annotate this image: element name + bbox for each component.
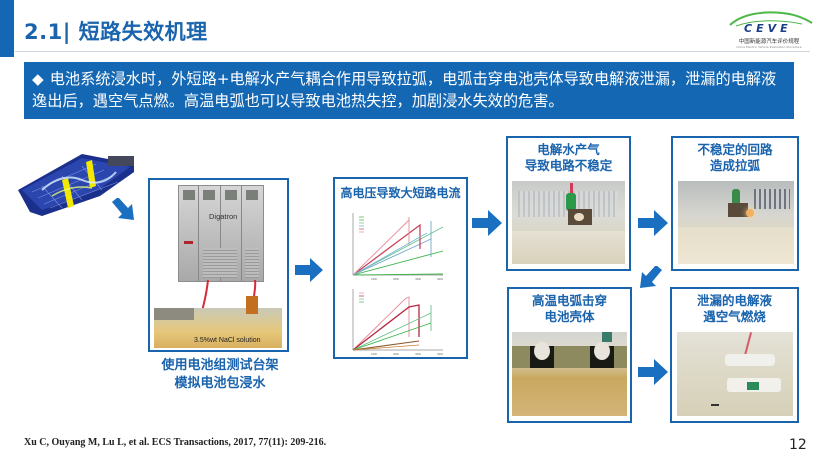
logo-subtitle-en: China Electric Vehicle Evaluation Proced…	[736, 45, 802, 49]
current-voltage-charts: 100 200 300 400 100 200 300 400	[352, 213, 444, 355]
arrow-down-right-icon	[112, 198, 134, 220]
svg-text:300: 300	[415, 277, 421, 281]
arc-formation-title: 不稳定的回路 造成拉弧	[673, 142, 797, 174]
logo-subtitle: 中国新能源汽车评价规程	[738, 39, 800, 45]
arc-formation-photo	[678, 181, 794, 264]
arrow-right-icon	[638, 359, 668, 385]
arrow-right-icon	[472, 210, 502, 236]
diamond-bullet-icon: ◆	[32, 70, 44, 88]
page-title: 2.1| 短路失效机理	[24, 20, 208, 44]
car-outline-icon	[729, 11, 813, 27]
gas-generation-title: 电解水产气 导致电路不稳定	[508, 142, 629, 174]
svg-text:100: 100	[371, 277, 377, 281]
svg-text:400: 400	[437, 352, 443, 355]
svg-text:100: 100	[371, 352, 377, 355]
arc-formation-frame: 不稳定的回路 造成拉弧	[671, 136, 799, 271]
svg-text:400: 400	[437, 277, 443, 281]
title-line-2: 导致电路不稳定	[524, 158, 613, 173]
ceve-logo: CEVE 中国新能源汽车评价规程 China Electric Vehicle …	[722, 8, 816, 52]
banner-text: ◆电池系统浸水时，外短路+电解水产气耦合作用导致拉弧，电弧击穿电池壳体导致电解液…	[32, 68, 787, 112]
title-accent-bar	[0, 0, 14, 57]
test-rig-frame: Digatron 3.5%wt NaCl solution	[148, 178, 289, 352]
title-divider	[15, 51, 810, 52]
shell-breakdown-title: 高温电弧击穿 电池壳体	[509, 293, 630, 325]
title-line-1: 泄漏的电解液	[696, 293, 772, 308]
banner-paragraph: 电池系统浸水时，外短路+电解水产气耦合作用导致拉弧，电弧击穿电池壳体导致电解液泄…	[32, 70, 777, 110]
gas-generation-frame: 电解水产气 导致电路不稳定	[506, 136, 631, 271]
page-number: 12	[789, 437, 807, 453]
current-chart-frame: 高电压导致大短路电流 100 200 300 400 100 200 300 400	[333, 177, 468, 359]
gas-generation-photo	[512, 181, 625, 264]
battery-pack-image	[12, 150, 140, 220]
electrolyte-combustion-frame: 泄漏的电解液 遇空气燃烧	[670, 287, 799, 423]
arrow-down-left-icon	[640, 266, 662, 288]
svg-text:200: 200	[393, 352, 399, 355]
digatron-cabinet-photo: Digatron	[178, 185, 264, 282]
caption-line-1: 使用电池组测试台架	[161, 358, 279, 373]
title-line-1: 不稳定的回路	[697, 142, 773, 157]
logo-brand: CEVE	[744, 22, 792, 35]
title-line-2: 电池壳体	[544, 309, 595, 324]
test-rig-caption: 使用电池组测试台架 模拟电池包浸水	[140, 357, 300, 393]
summary-banner: ◆电池系统浸水时，外短路+电解水产气耦合作用导致拉弧，电弧击穿电池壳体导致电解液…	[24, 62, 794, 119]
electrolyte-combustion-photo	[677, 332, 793, 416]
citation: Xu C, Ouyang M, Lu L, et al. ECS Transac…	[24, 437, 327, 448]
shell-breakdown-frame: 高温电弧击穿 电池壳体	[507, 287, 632, 423]
title-line-1: 电解水产气	[537, 142, 600, 157]
title-line-2: 遇空气燃烧	[703, 309, 766, 324]
arrow-right-icon	[638, 210, 668, 236]
arrow-right-icon	[295, 258, 323, 282]
chart-panel-title: 高电压导致大短路电流	[340, 186, 461, 200]
electrolyte-combustion-title: 泄漏的电解液 遇空气燃烧	[672, 293, 797, 325]
svg-text:200: 200	[393, 277, 399, 281]
title-line-1: 高温电弧击穿	[531, 293, 607, 308]
title-line-2: 造成拉弧	[709, 158, 760, 173]
digatron-label: Digatron	[209, 212, 238, 221]
water-tank-photo: 3.5%wt NaCl solution	[154, 296, 282, 348]
caption-line-2: 模拟电池包浸水	[174, 376, 266, 391]
svg-text:300: 300	[415, 352, 421, 355]
shell-breakdown-photo	[512, 332, 627, 416]
solution-label: 3.5%wt NaCl solution	[194, 337, 261, 344]
